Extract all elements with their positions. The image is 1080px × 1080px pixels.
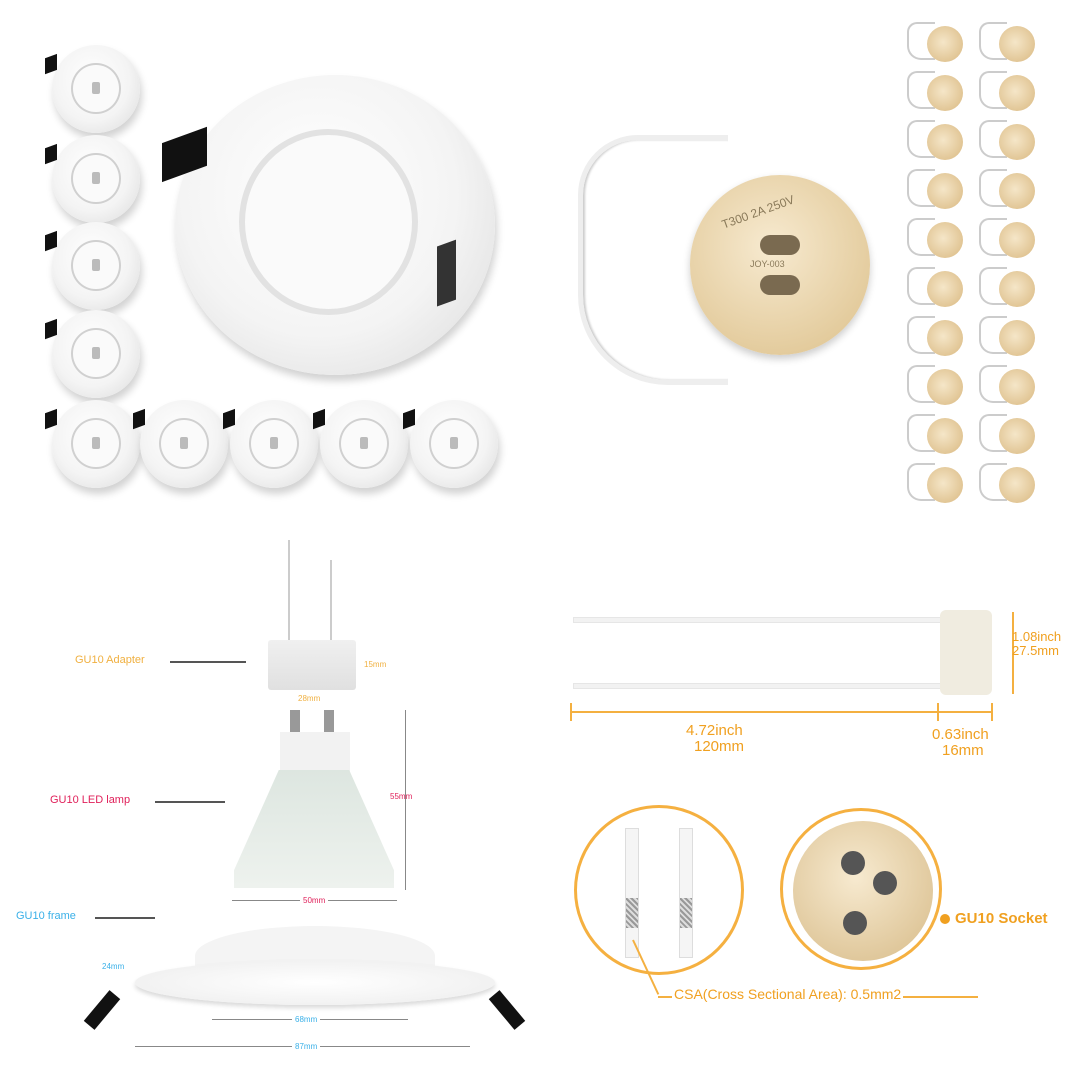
gu10-adapter bbox=[268, 640, 356, 690]
small-downlight bbox=[132, 400, 228, 488]
wire-length-mm: 120mm bbox=[694, 738, 745, 755]
small-socket bbox=[905, 71, 967, 115]
small-socket bbox=[905, 414, 967, 458]
socket-print-rating: T300 2A 250V bbox=[719, 192, 797, 232]
wire-detail-circle bbox=[574, 805, 744, 975]
adapter-width: 28mm bbox=[298, 694, 321, 703]
adapter-height: 15mm bbox=[364, 660, 387, 669]
frame-label: GU10 frame bbox=[16, 910, 76, 922]
socket-side-view bbox=[940, 610, 992, 695]
lamp-label: GU10 LED lamp bbox=[50, 794, 131, 806]
large-downlight bbox=[162, 75, 495, 375]
csa-label: CSA(Cross Sectional Area): 0.5mm2 bbox=[672, 986, 904, 1002]
small-downlight bbox=[44, 400, 140, 488]
small-socket bbox=[905, 463, 967, 507]
small-socket bbox=[977, 169, 1039, 213]
gu10-led-lamp bbox=[232, 710, 397, 890]
small-downlight bbox=[402, 400, 498, 488]
socket-print-model: JOY-003 bbox=[750, 259, 785, 269]
small-socket bbox=[905, 169, 967, 213]
small-socket bbox=[905, 22, 967, 66]
outer-dimension: 87mm bbox=[292, 1042, 321, 1051]
small-socket bbox=[977, 463, 1039, 507]
frame-height: 24mm bbox=[102, 962, 125, 971]
small-socket bbox=[977, 414, 1039, 458]
small-socket bbox=[905, 267, 967, 311]
wire-length-inch: 4.72inch bbox=[686, 722, 743, 739]
adapter-label: GU10 Adapter bbox=[75, 654, 145, 666]
small-socket bbox=[977, 267, 1039, 311]
socket-label: GU10 Socket bbox=[955, 910, 1048, 927]
socket-depth-mm: 16mm bbox=[942, 742, 984, 759]
small-downlight bbox=[44, 310, 140, 398]
small-socket bbox=[905, 316, 967, 360]
small-downlight bbox=[44, 135, 140, 223]
lamp-height: 55mm bbox=[390, 792, 413, 801]
small-downlight bbox=[312, 400, 408, 488]
small-socket bbox=[905, 218, 967, 262]
socket-depth-inch: 0.63inch bbox=[932, 726, 989, 743]
gu10-frame bbox=[135, 910, 495, 1005]
small-downlight bbox=[222, 400, 318, 488]
small-socket bbox=[977, 22, 1039, 66]
cutout-dimension: 68mm bbox=[292, 1015, 321, 1024]
small-downlight bbox=[44, 222, 140, 310]
gu10-socket-large: T300 2A 250V JOY-003 bbox=[570, 125, 870, 395]
small-socket bbox=[905, 365, 967, 409]
small-downlight bbox=[44, 45, 140, 133]
lamp-width: 50mm bbox=[300, 896, 329, 905]
socket-detail-circle bbox=[780, 808, 942, 970]
small-socket bbox=[977, 365, 1039, 409]
small-socket bbox=[977, 120, 1039, 164]
small-socket bbox=[977, 316, 1039, 360]
small-socket bbox=[905, 120, 967, 164]
height-inch: 1.08inch bbox=[1012, 629, 1062, 644]
small-socket bbox=[977, 71, 1039, 115]
small-socket bbox=[977, 218, 1039, 262]
height-mm: 27.5mm bbox=[1012, 643, 1059, 658]
